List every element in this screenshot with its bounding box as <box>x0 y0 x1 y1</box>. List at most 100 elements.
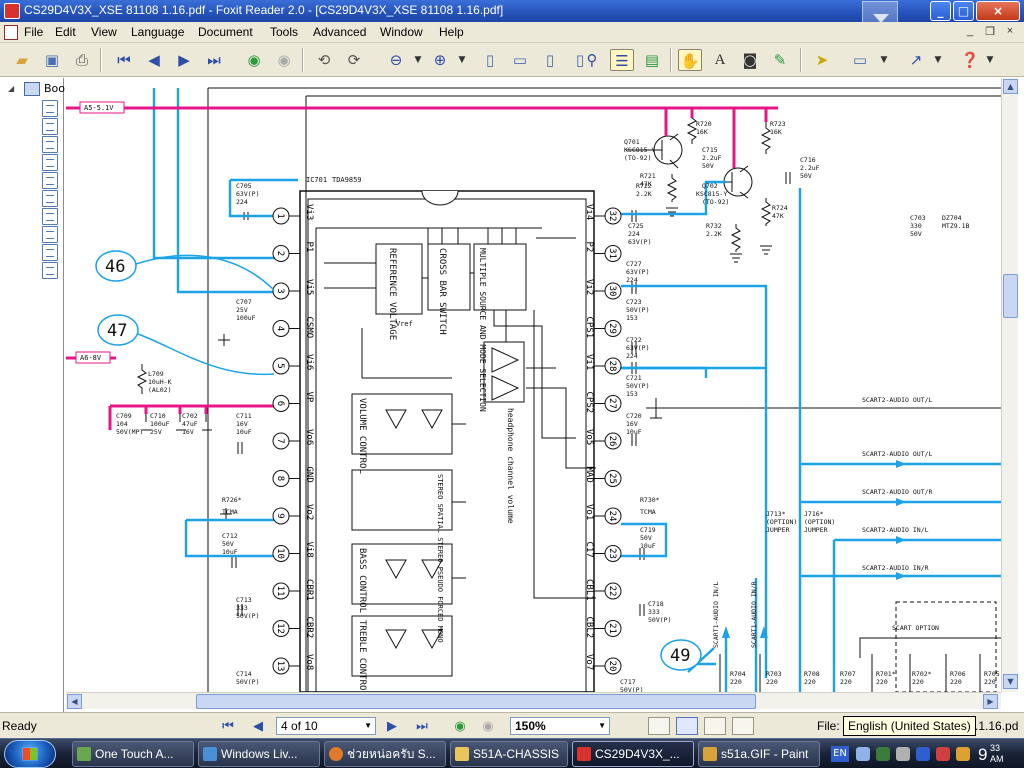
print-icon[interactable]: ⎙ <box>75 51 88 69</box>
taskbar-item-paint[interactable]: s51a.GIF - Paint <box>698 741 820 767</box>
page-dropdown-icon[interactable]: ▼ <box>364 721 372 730</box>
text-select-icon[interactable]: A <box>714 52 726 68</box>
note-tool-icon[interactable]: ▭ <box>852 51 868 69</box>
bookmark-book-icon[interactable] <box>24 82 40 96</box>
taskbar-item-firefox[interactable]: ช่วยหน่อครับ S... <box>324 741 446 767</box>
menu-tools[interactable]: Tools <box>270 25 299 39</box>
hand-tool-icon[interactable]: ✋ <box>678 49 702 71</box>
mdi-minimize-button[interactable]: _ <box>966 25 974 37</box>
find-binoculars-icon[interactable]: ⚲ <box>586 51 598 69</box>
scroll-down-icon[interactable]: ▼ <box>1003 674 1018 689</box>
bookmark-page-icon[interactable] <box>42 172 58 189</box>
menu-view[interactable]: View <box>91 25 117 39</box>
arrow-dropdown-icon[interactable]: ▼ <box>934 55 942 65</box>
rotate-left-icon[interactable]: ⟲ <box>317 51 331 69</box>
horizontal-scrollbar[interactable]: ◀ ▶ <box>66 692 1001 709</box>
open-folder-icon[interactable]: ▰ <box>16 51 28 69</box>
continuous-facing-mode-icon[interactable] <box>732 717 754 735</box>
bookmark-page-icon[interactable] <box>42 154 58 171</box>
fit-page-icon[interactable]: ▭ <box>512 51 528 69</box>
tray-update-icon[interactable] <box>956 747 970 761</box>
menu-edit[interactable]: Edit <box>55 25 76 39</box>
language-indicator[interactable]: EN <box>831 746 849 762</box>
status-previous-page-icon[interactable]: ◀ <box>253 718 263 733</box>
note-dropdown-icon[interactable]: ▼ <box>880 55 888 65</box>
tray-network-icon[interactable] <box>876 747 890 761</box>
status-next-page-icon[interactable]: ▶ <box>387 718 397 733</box>
arrow-tool-icon[interactable]: ↗ <box>909 51 923 69</box>
status-first-page-icon[interactable]: ⏮ <box>222 718 234 733</box>
single-page-mode-icon[interactable] <box>648 717 670 735</box>
status-last-page-icon[interactable]: ⏭ <box>416 718 428 733</box>
continuous-mode-icon[interactable] <box>676 717 698 735</box>
bookmark-page-icon[interactable] <box>42 136 58 153</box>
menu-help[interactable]: Help <box>439 25 464 39</box>
collapse-icon[interactable]: ◢ <box>8 84 15 93</box>
menu-language[interactable]: Language <box>131 25 185 39</box>
taskbar-item-foxit[interactable]: CS29D4V3X_... <box>572 741 694 767</box>
page-number-field[interactable]: 4 of 10 ▼ <box>276 717 376 735</box>
scroll-right-icon[interactable]: ▶ <box>983 694 998 709</box>
snapshot-camera-icon[interactable]: ◙ <box>742 51 758 69</box>
select-arrow-icon[interactable]: ➤ <box>815 51 829 69</box>
zoom-in-icon[interactable]: ⊕ <box>433 51 447 69</box>
scroll-left-icon[interactable]: ◀ <box>67 694 82 709</box>
zoom-out-icon[interactable]: ⊖ <box>389 51 403 69</box>
previous-page-icon[interactable]: ◀ <box>148 51 160 69</box>
save-icon[interactable]: ▣ <box>44 51 60 69</box>
pages-panel-icon[interactable]: ▤ <box>644 51 660 69</box>
menu-advanced[interactable]: Advanced <box>313 25 367 39</box>
facing-mode-icon[interactable] <box>704 717 726 735</box>
mdi-restore-button[interactable]: ❐ <box>985 26 995 38</box>
tray-messenger-icon[interactable] <box>916 747 930 761</box>
bookmark-root-label[interactable]: Boo <box>44 82 66 95</box>
bookmark-page-icon[interactable] <box>42 226 58 243</box>
horizontal-scroll-thumb[interactable] <box>196 694 756 709</box>
bookmark-page-icon[interactable] <box>42 244 58 261</box>
menu-document[interactable]: Document <box>198 25 253 39</box>
typewriter-icon[interactable]: ✎ <box>773 51 787 69</box>
status-forward-icon[interactable]: ◉ <box>482 718 494 733</box>
bookmark-page-icon[interactable] <box>42 118 58 135</box>
zoom-out-dropdown-icon[interactable]: ▼ <box>414 55 422 65</box>
first-page-icon[interactable]: ⏮ <box>117 51 131 69</box>
minimize-button[interactable]: _ <box>930 1 951 21</box>
rotate-right-icon[interactable]: ⟳ <box>347 51 361 69</box>
menu-file[interactable]: File <box>24 25 44 39</box>
go-back-icon[interactable]: ◉ <box>247 51 261 69</box>
status-back-icon[interactable]: ◉ <box>454 718 466 733</box>
bookmark-page-icon[interactable] <box>42 208 58 225</box>
close-button[interactable]: × <box>976 1 1020 21</box>
fit-width-icon[interactable]: ▯ <box>545 51 555 69</box>
last-page-icon[interactable]: ⏭ <box>207 51 221 69</box>
start-button[interactable] <box>4 740 56 768</box>
taskbar-item-one-touch[interactable]: One Touch A... <box>72 741 194 767</box>
zoom-level-field[interactable]: 150% ▼ <box>510 717 610 735</box>
go-forward-icon[interactable]: ◉ <box>277 51 291 69</box>
bookmarks-panel-icon[interactable]: ☰ <box>610 49 634 71</box>
bookmark-page-icon[interactable] <box>42 262 58 279</box>
taskbar-item-s51a-chassis[interactable]: S51A-CHASSIS <box>450 741 568 767</box>
document-icon[interactable] <box>4 25 18 40</box>
taskbar-item-windows-live[interactable]: Windows Liv... <box>198 741 320 767</box>
tray-volume-icon[interactable] <box>896 747 910 761</box>
foxit-app-icon[interactable] <box>4 3 20 19</box>
next-page-icon[interactable]: ▶ <box>178 51 190 69</box>
mdi-close-button[interactable]: × <box>1006 25 1014 37</box>
vertical-scroll-thumb[interactable] <box>1003 274 1018 318</box>
zoom-dropdown-icon[interactable]: ▼ <box>598 721 606 730</box>
maximize-button[interactable]: □ <box>953 1 974 21</box>
fit-visible-icon[interactable]: ▯ <box>575 51 585 69</box>
zoom-in-dropdown-icon[interactable]: ▼ <box>458 55 466 65</box>
bookmark-page-icon[interactable] <box>42 100 58 117</box>
tray-keyboard-icon[interactable] <box>856 747 870 761</box>
scroll-up-icon[interactable]: ▲ <box>1003 79 1018 94</box>
help-dropdown-icon[interactable]: ▼ <box>986 55 994 65</box>
tray-security-icon[interactable] <box>936 747 950 761</box>
help-icon[interactable]: ❓ <box>960 51 980 69</box>
menu-window[interactable]: Window <box>380 25 423 39</box>
vertical-scrollbar[interactable]: ▲ ▼ <box>1001 78 1018 692</box>
bookmark-page-icon[interactable] <box>42 190 58 207</box>
actual-size-icon[interactable]: ▯ <box>485 51 495 69</box>
